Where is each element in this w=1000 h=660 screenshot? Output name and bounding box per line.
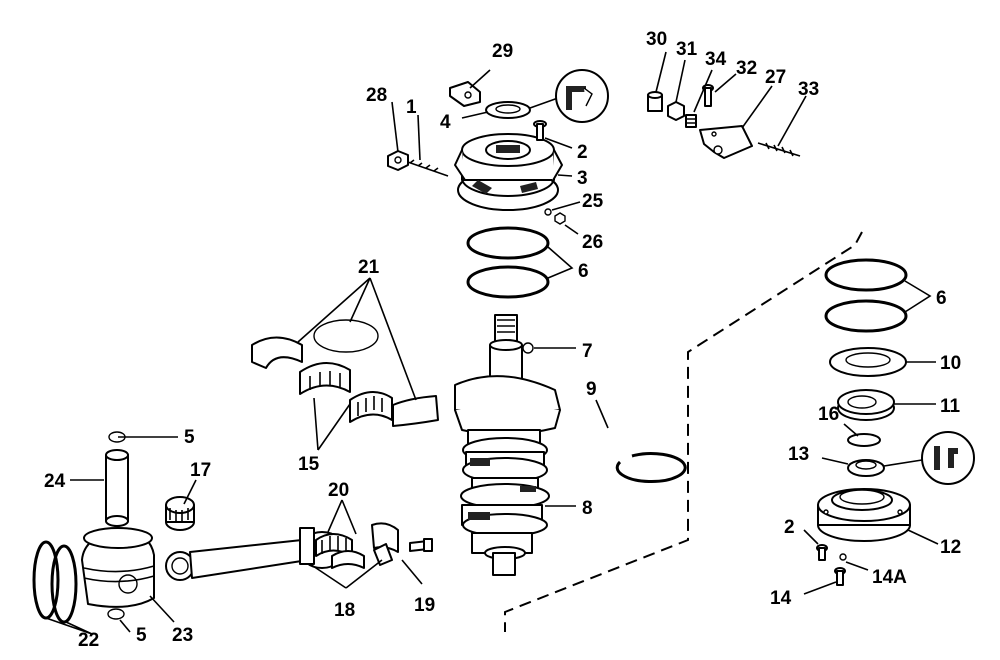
spring-34: [685, 114, 697, 128]
callout-labels: 29 28 1 4 2 3 25 26 6 7 9 8 21 15 5 24 1…: [44, 29, 961, 651]
bearing-cage-20: [315, 533, 365, 569]
needle-bearing-17: [165, 496, 195, 531]
leader-lines: [45, 51, 939, 635]
callout-2-lower: 2: [784, 517, 795, 538]
callout-19: 19: [414, 595, 435, 616]
callout-23: 23: [172, 625, 193, 646]
callout-30: 30: [646, 29, 667, 50]
retaining-ring-9: [615, 452, 687, 484]
callout-26: 26: [582, 232, 603, 253]
callout-14A: 14A: [872, 567, 907, 588]
callout-9: 9: [586, 379, 597, 400]
callout-22: 22: [78, 630, 99, 651]
seal-detail-callout-top: [529, 69, 609, 123]
callout-14: 14: [770, 588, 792, 609]
upper-bearing-housing: [454, 133, 563, 211]
callout-33: 33: [798, 79, 819, 100]
callout-20: 20: [328, 480, 349, 501]
callout-6-upper: 6: [578, 261, 589, 282]
callout-7: 7: [582, 341, 593, 362]
callout-3: 3: [577, 168, 588, 189]
callout-34: 34: [705, 49, 727, 70]
callout-16: 16: [818, 404, 839, 425]
lockring-5-lower: [107, 608, 125, 620]
washer-25: [544, 208, 552, 216]
o-ring-6-upper-a: [466, 226, 550, 260]
callout-24: 24: [44, 471, 66, 492]
seal-4: [485, 101, 531, 119]
bracket-29: [699, 125, 753, 159]
bearing-halves-15: [299, 362, 393, 423]
screw-14: [834, 567, 846, 586]
ball-bearing-11: [837, 389, 895, 421]
callout-10: 10: [940, 353, 961, 374]
callout-13: 13: [788, 444, 809, 465]
callout-12: 12: [940, 537, 961, 558]
o-ring-6-lower-a: [824, 258, 908, 292]
callout-21: 21: [358, 257, 380, 278]
screw-33: [757, 142, 801, 157]
callout-28: 29: [492, 41, 513, 62]
callout-11: 11: [940, 396, 961, 417]
screw-2-lower: [816, 544, 828, 561]
lower-bearing-housing-12: [817, 488, 911, 542]
key-7: [522, 342, 534, 354]
seal-detail-callout-bottom: [883, 431, 975, 485]
callout-18: 18: [334, 600, 355, 621]
bracket-28: [449, 81, 481, 107]
callout-29: 27: [765, 67, 786, 88]
o-ring-6-upper-b: [466, 265, 550, 299]
callout-15: 15: [298, 454, 320, 475]
callout-17: 17: [190, 460, 211, 481]
nut-31: [667, 101, 685, 121]
piston-pin-24: [105, 449, 129, 527]
callout-27: 28: [366, 85, 387, 106]
ring-16: [847, 433, 881, 447]
plate-10: [829, 347, 907, 377]
seal-13: [847, 459, 885, 477]
nut-26: [554, 212, 566, 225]
bushing-30: [647, 91, 663, 112]
callout-8: 8: [582, 498, 593, 519]
nut-27: [387, 150, 409, 171]
callout-25: 25: [582, 191, 604, 212]
piston-ring-22-b: [50, 544, 78, 624]
o-ring-6-lower-b: [824, 299, 908, 333]
crankshaft-8: [454, 314, 561, 576]
callout-2-top: 2: [577, 142, 588, 163]
stud-1: [401, 159, 449, 177]
callout-6-lower: 6: [936, 288, 947, 309]
piston-23: [81, 527, 155, 608]
callout-1: 1: [406, 97, 417, 118]
callout-31: 31: [676, 39, 698, 60]
callout-5-lower: 5: [136, 625, 147, 646]
callout-4: 4: [440, 112, 451, 133]
callout-32: 32: [736, 58, 757, 79]
bearing-cage-21: [251, 319, 439, 427]
assembly-group-dashed-line: [504, 231, 863, 632]
washer-14A: [839, 553, 847, 561]
rod-cap-18: [371, 522, 399, 566]
callout-5-upper: 5: [184, 427, 195, 448]
rod-screw-19: [409, 538, 433, 552]
screw-2-top: [533, 120, 547, 141]
